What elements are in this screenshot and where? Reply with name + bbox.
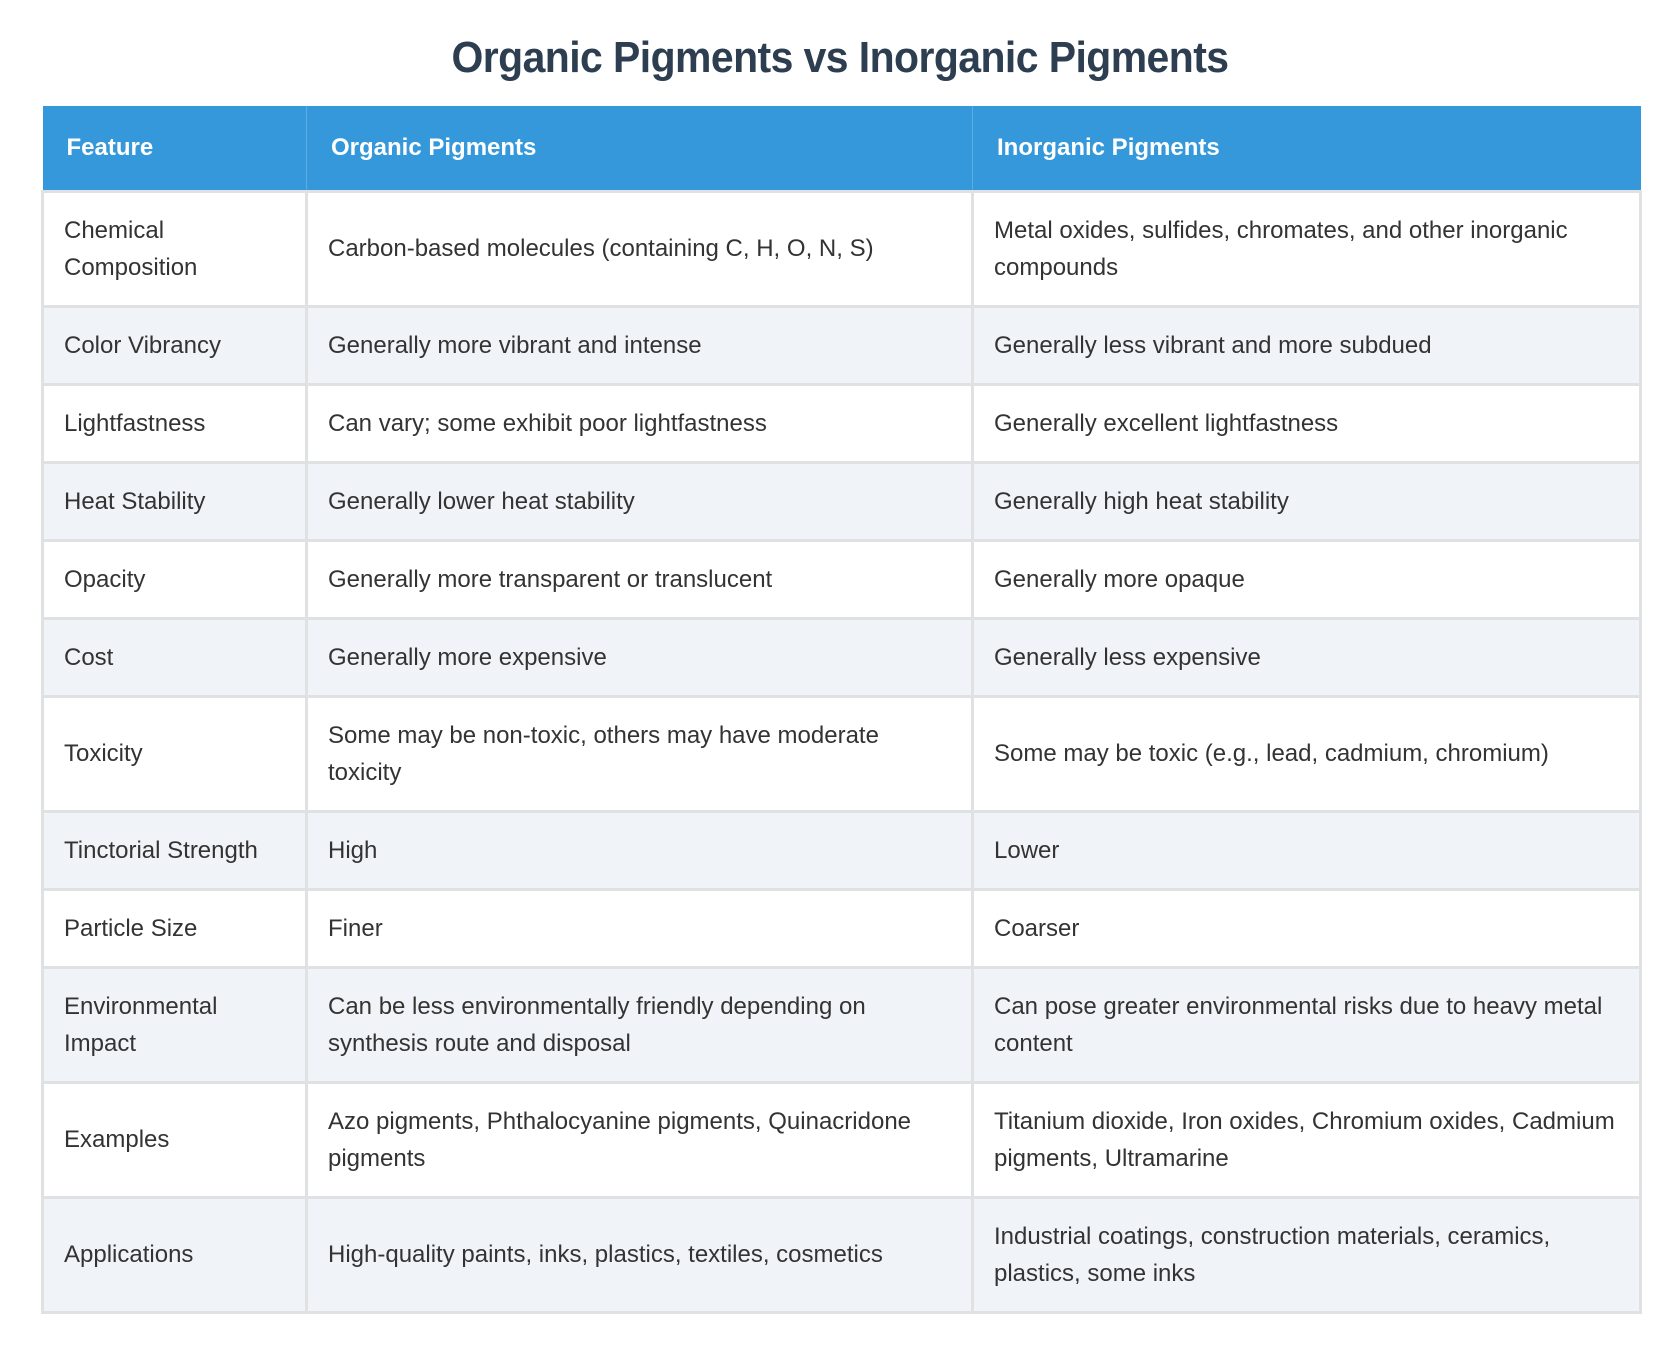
inorganic-cell: Generally excellent lightfastness xyxy=(971,382,1642,464)
table-row: Examples Azo pigments, Phthalocyanine pi… xyxy=(41,1080,1642,1199)
feature-cell: Applications xyxy=(41,1195,308,1314)
organic-cell: Generally more transparent or translucen… xyxy=(305,538,974,620)
table-row: Opacity Generally more transparent or tr… xyxy=(41,538,1642,620)
feature-cell: Examples xyxy=(41,1080,308,1199)
table-row: Lightfastness Can vary; some exhibit poo… xyxy=(41,382,1642,464)
header-organic-pigments: Organic Pigments xyxy=(306,106,973,192)
organic-cell: Finer xyxy=(305,887,974,969)
inorganic-cell: Coarser xyxy=(971,887,1642,969)
page-title: Organic Pigments vs Inorganic Pigments xyxy=(451,33,1230,82)
organic-cell: Azo pigments, Phthalocyanine pigments, Q… xyxy=(305,1080,974,1199)
inorganic-cell: Industrial coatings, construction materi… xyxy=(971,1195,1642,1314)
comparison-table-container: Feature Organic Pigments Inorganic Pigme… xyxy=(41,106,1642,1314)
inorganic-cell: Generally more opaque xyxy=(971,538,1642,620)
table-row: Color Vibrancy Generally more vibrant an… xyxy=(41,304,1642,386)
organic-cell: High-quality paints, inks, plastics, tex… xyxy=(305,1195,974,1314)
organic-cell: Generally more vibrant and intense xyxy=(305,304,974,386)
inorganic-cell: Generally less vibrant and more subdued xyxy=(971,304,1642,386)
table-row: Environmental Impact Can be less environ… xyxy=(41,965,1642,1084)
table-row: Applications High-quality paints, inks, … xyxy=(41,1195,1642,1314)
organic-cell: Generally more expensive xyxy=(305,616,974,698)
feature-cell: Heat Stability xyxy=(41,460,308,542)
feature-cell: Cost xyxy=(41,616,308,698)
feature-cell: Opacity xyxy=(41,538,308,620)
header-inorganic-pigments: Inorganic Pigments xyxy=(972,106,1641,192)
feature-cell: Environmental Impact xyxy=(41,965,308,1084)
feature-cell: Toxicity xyxy=(41,694,308,813)
inorganic-cell: Can pose greater environmental risks due… xyxy=(971,965,1642,1084)
feature-cell: Tinctorial Strength xyxy=(41,809,308,891)
header-row: Feature Organic Pigments Inorganic Pigme… xyxy=(42,106,1641,192)
table-row: Cost Generally more expensive Generally … xyxy=(41,616,1642,698)
table-row: Toxicity Some may be non-toxic, others m… xyxy=(41,694,1642,813)
comparison-table: Feature Organic Pigments Inorganic Pigme… xyxy=(41,106,1642,1314)
inorganic-cell: Titanium dioxide, Iron oxides, Chromium … xyxy=(971,1080,1642,1199)
organic-cell: Can vary; some exhibit poor lightfastnes… xyxy=(305,382,974,464)
organic-cell: Can be less environmentally friendly dep… xyxy=(305,965,974,1084)
inorganic-cell: Lower xyxy=(971,809,1642,891)
feature-cell: Lightfastness xyxy=(41,382,308,464)
organic-cell: Some may be non-toxic, others may have m… xyxy=(305,694,974,813)
inorganic-cell: Metal oxides, sulfides, chromates, and o… xyxy=(971,189,1642,308)
table-row: Particle Size Finer Coarser xyxy=(41,887,1642,969)
inorganic-cell: Generally less expensive xyxy=(971,616,1642,698)
table-body: Chemical Composition Carbon-based molecu… xyxy=(41,189,1642,1314)
header-feature: Feature xyxy=(42,106,307,192)
table-header: Feature Organic Pigments Inorganic Pigme… xyxy=(42,106,1641,192)
feature-cell: Chemical Composition xyxy=(41,189,308,308)
table-row: Heat Stability Generally lower heat stab… xyxy=(41,460,1642,542)
table-row: Tinctorial Strength High Lower xyxy=(41,809,1642,891)
table-row: Chemical Composition Carbon-based molecu… xyxy=(41,189,1642,308)
organic-cell: Generally lower heat stability xyxy=(305,460,974,542)
organic-cell: High xyxy=(305,809,974,891)
organic-cell: Carbon-based molecules (containing C, H,… xyxy=(305,189,974,308)
feature-cell: Color Vibrancy xyxy=(41,304,308,386)
inorganic-cell: Generally high heat stability xyxy=(971,460,1642,542)
inorganic-cell: Some may be toxic (e.g., lead, cadmium, … xyxy=(971,694,1642,813)
feature-cell: Particle Size xyxy=(41,887,308,969)
